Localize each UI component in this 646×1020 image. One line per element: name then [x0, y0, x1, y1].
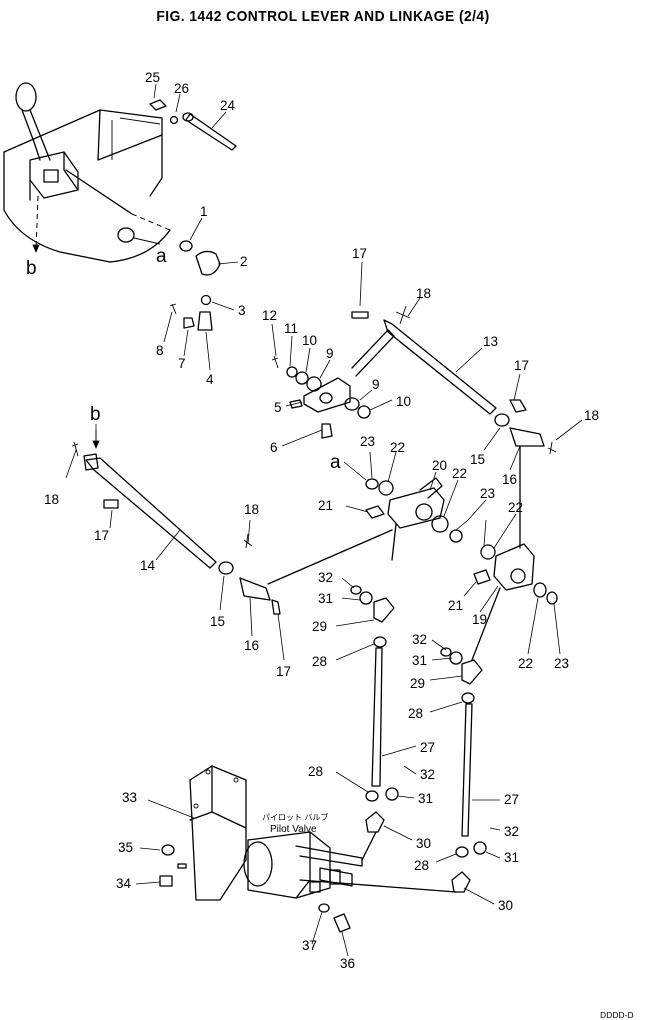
callout-24: 24 — [220, 98, 236, 113]
callout-22-right: 22 — [508, 500, 523, 515]
callout-18-right: 18 — [584, 408, 599, 423]
callout-b-rod: b — [90, 404, 101, 425]
callout-31-a: 31 — [318, 591, 333, 606]
callout-a-linkage: a — [330, 452, 341, 473]
pin-24-assembly — [149, 99, 237, 151]
callout-29-b: 29 — [410, 676, 425, 691]
callout-16-left: 16 — [244, 638, 259, 653]
bellcrank-20 — [365, 477, 496, 561]
callout-28-b: 28 — [408, 706, 423, 721]
callout-18-top: 18 — [416, 286, 431, 301]
callout-17-left: 17 — [94, 528, 109, 543]
callout-21-left: 21 — [318, 498, 333, 513]
callout-28-a: 28 — [312, 654, 327, 669]
bellcrank-5 — [271, 329, 395, 439]
callout-14: 14 — [140, 558, 156, 573]
callout-11: 11 — [284, 321, 298, 336]
callout-33: 33 — [122, 790, 137, 805]
clevis-16-right — [494, 399, 557, 455]
callout-34: 34 — [116, 876, 132, 891]
callout-22-mid: 22 — [452, 466, 467, 481]
callout-27-b: 27 — [504, 792, 519, 807]
rod-27-right — [440, 647, 487, 893]
pilot-valve-label-en: Pilot Valve — [270, 824, 317, 835]
callout-17-top: 17 — [352, 246, 367, 261]
callout-23-mid: 23 — [480, 486, 495, 501]
callout-26: 26 — [174, 81, 189, 96]
callout-22-lower: 22 — [518, 656, 533, 671]
corner-code: DDDD-D — [600, 1011, 634, 1020]
ball-joint-2-assembly — [169, 240, 221, 331]
callout-10-lower: 10 — [396, 394, 411, 409]
callout-7: 7 — [178, 356, 186, 371]
callout-30-a: 30 — [416, 836, 431, 851]
callout-2: 2 — [240, 254, 248, 269]
leader-lines — [65, 83, 583, 957]
callout-17-lower: 17 — [276, 664, 291, 679]
callout-36: 36 — [340, 956, 355, 971]
callout-31-b: 31 — [412, 653, 427, 668]
rod-27-left — [350, 585, 399, 861]
callout-12: 12 — [262, 308, 277, 323]
callout-18-left: 18 — [44, 492, 59, 507]
callout-6: 6 — [270, 440, 278, 455]
callout-37: 37 — [302, 938, 317, 953]
callout-23-lower: 23 — [554, 656, 569, 671]
callout-16-right: 16 — [502, 472, 517, 487]
control-lever-assembly — [3, 82, 171, 263]
callout-28-c: 28 — [308, 764, 323, 779]
callout-32-c: 32 — [420, 767, 435, 782]
callout-27-a: 27 — [420, 740, 435, 755]
callout-25: 25 — [145, 70, 160, 85]
callout-32-d: 32 — [504, 824, 519, 839]
callout-31-d: 31 — [504, 850, 519, 865]
callout-4: 4 — [206, 372, 214, 387]
callout-17-right: 17 — [514, 358, 529, 373]
callout-35: 35 — [118, 840, 133, 855]
callout-9-upper: 9 — [326, 346, 334, 361]
callout-28-d: 28 — [414, 858, 429, 873]
callout-29-a: 29 — [312, 619, 327, 634]
callout-3: 3 — [238, 303, 246, 318]
callout-22-left: 22 — [390, 440, 405, 455]
callout-13: 13 — [483, 334, 498, 349]
callout-32-b: 32 — [412, 632, 427, 647]
callout-23-left: 23 — [360, 434, 375, 449]
callout-labels: 25 26 24 1 2 3 4 7 8 a b 17 18 13 12 11 … — [26, 70, 634, 1020]
callout-18-lower: 18 — [244, 502, 259, 517]
rod-14 — [71, 430, 393, 615]
callout-10-upper: 10 — [302, 333, 317, 348]
callout-30-b: 30 — [498, 898, 513, 913]
bellcrank-19 — [471, 445, 558, 661]
callout-15-left: 15 — [210, 614, 225, 629]
callout-19: 19 — [472, 612, 487, 627]
callout-8: 8 — [156, 343, 164, 358]
callout-b-lever: b — [26, 258, 37, 279]
lever-knob — [15, 82, 37, 112]
pilot-valve — [243, 831, 457, 933]
callout-9-lower: 9 — [372, 377, 380, 392]
callout-5: 5 — [274, 400, 282, 415]
callout-21-right: 21 — [448, 598, 463, 613]
rod-13 — [351, 305, 497, 415]
callout-20: 20 — [432, 458, 447, 473]
callout-a-lever: a — [156, 246, 167, 267]
figure-title: FIG. 1442 CONTROL LEVER AND LINKAGE (2/4… — [156, 8, 490, 25]
callout-15-right: 15 — [470, 452, 485, 467]
callout-31-c: 31 — [418, 791, 433, 806]
bracket-33 — [159, 765, 247, 901]
callout-1: 1 — [200, 204, 208, 219]
pilot-valve-label-jp: パイロット バルブ — [262, 812, 329, 822]
callout-32-a: 32 — [318, 570, 333, 585]
